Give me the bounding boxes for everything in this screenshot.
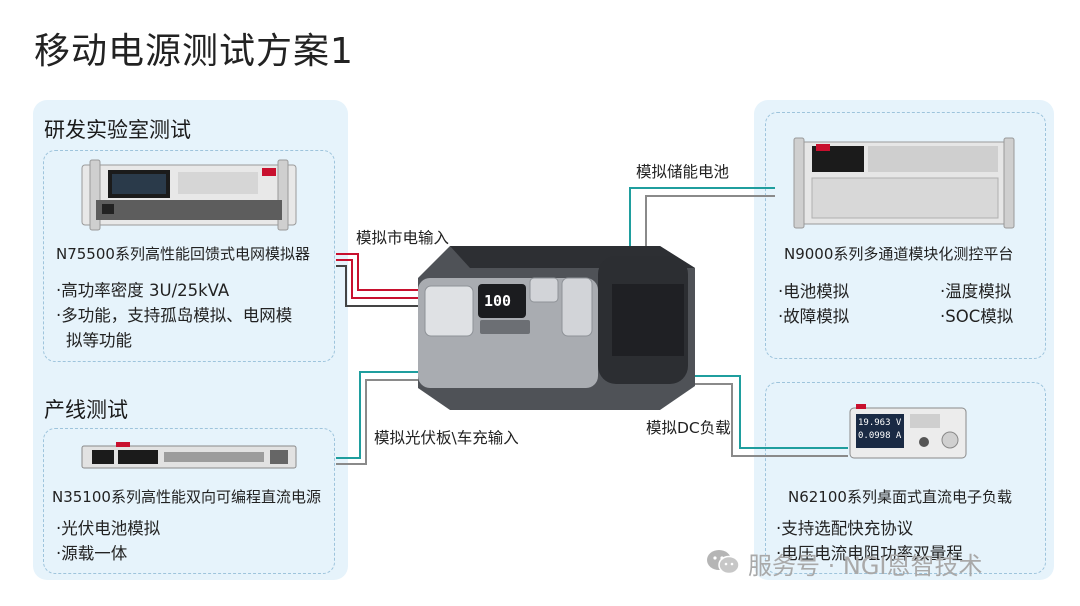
pv-input-label: 模拟光伏板\车充输入	[374, 429, 519, 447]
n62100-screen-current: 0.0998 A	[858, 431, 902, 441]
lab-bullet-1: ·高功率密度 3U/25kVA	[56, 281, 230, 300]
n75500-device-name: N75500系列高性能回馈式电网模拟器	[56, 245, 310, 263]
n62100-bullet-1: ·支持选配快充协议	[776, 519, 914, 538]
grid-input-label: 模拟市电输入	[356, 229, 450, 247]
lab-bullet-2: ·多功能，支持孤岛模拟、电网模	[56, 306, 293, 325]
n9000-device-card	[765, 112, 1046, 359]
n9000-device-illustration	[793, 137, 1015, 229]
production-device-card	[43, 428, 335, 574]
pv-input-wires	[336, 371, 418, 465]
n9000-bullet-left-1: ·电池模拟	[778, 282, 850, 301]
n9000-bullet-right-2: ·SOC模拟	[940, 307, 1014, 326]
lab-device-card	[43, 150, 335, 362]
n62100-screen-voltage: 19.963 V	[858, 418, 902, 428]
n62100-device-illustration	[849, 404, 967, 459]
n62100-device-card	[765, 382, 1046, 574]
n35100-device-name: N35100系列高性能双向可编程直流电源	[52, 488, 321, 506]
wechat-icon	[706, 549, 740, 575]
n62100-device-name: N62100系列桌面式直流电子负载	[788, 488, 1012, 506]
lab-bullet-3: 拟等功能	[66, 331, 132, 350]
dc-load-label: 模拟DC负载	[646, 419, 731, 437]
line-bullet-1: ·光伏电池模拟	[56, 519, 161, 538]
n9000-device-name: N9000系列多通道模块化测控平台	[784, 245, 1014, 263]
n62100-bullet-2: ·电压电流电阻功率双量程	[776, 544, 963, 563]
n9000-bullet-left-2: ·故障模拟	[778, 307, 850, 326]
n75500-device-illustration	[81, 159, 297, 231]
line-bullet-2: ·源载一体	[56, 544, 128, 563]
n35100-device-illustration	[81, 442, 297, 469]
storage-battery-label: 模拟储能电池	[636, 163, 730, 181]
watermark-text: 服务号 · NGI恩智技术	[748, 552, 983, 580]
portable-power-station-illustration	[418, 246, 695, 410]
dc-load-wires	[690, 375, 848, 457]
page-title: 移动电源测试方案1	[34, 31, 354, 72]
lab-test-heading: 研发实验室测试	[44, 118, 191, 142]
n9000-bullet-right-1: ·温度模拟	[940, 282, 1012, 301]
production-test-heading: 产线测试	[44, 398, 128, 422]
power-station-display: 100	[484, 292, 512, 310]
grid-input-wires	[336, 253, 420, 307]
